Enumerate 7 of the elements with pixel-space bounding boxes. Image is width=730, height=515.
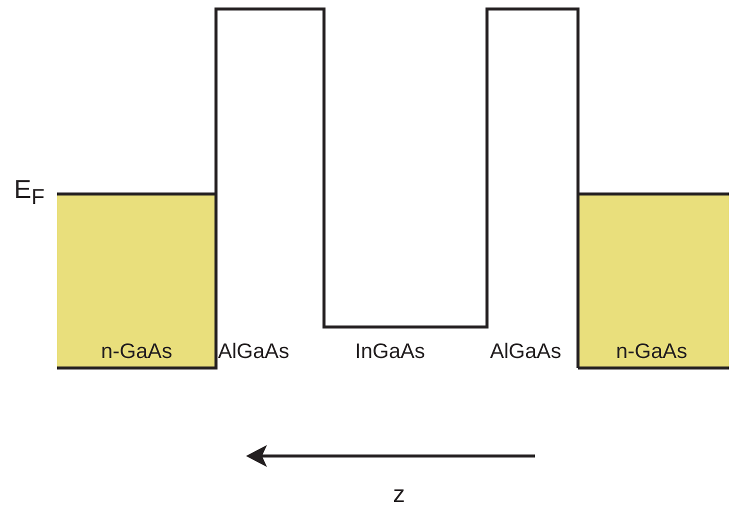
layer-label: AlGaAs xyxy=(218,341,290,362)
fermi-level-label: E$_{F}$ xyxy=(14,176,45,208)
layer-label: AlGaAs xyxy=(490,341,562,362)
layer-label: InGaAs xyxy=(355,341,426,362)
layer-label: n-GaAs xyxy=(101,341,172,362)
axis-label: z xyxy=(393,483,405,507)
layer-label: n-GaAs xyxy=(616,341,688,362)
